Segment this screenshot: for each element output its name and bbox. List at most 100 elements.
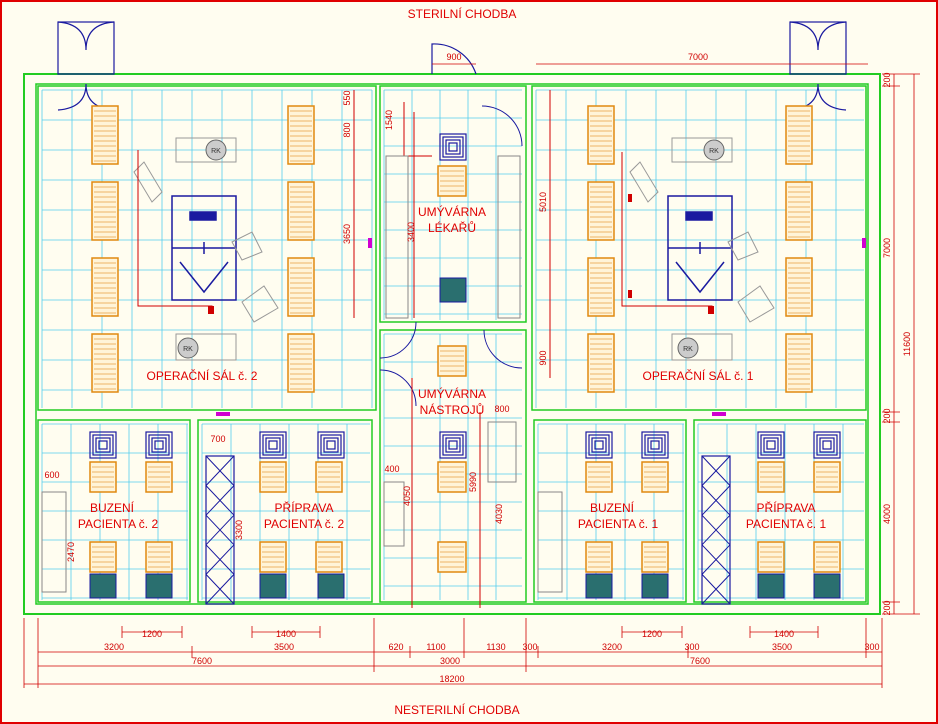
dimension-label: 300 <box>684 642 699 652</box>
ceiling-cabinet <box>757 431 785 459</box>
cabinet-ring <box>323 437 339 453</box>
cabinet-ring <box>265 437 281 453</box>
dimension-label: 3650 <box>342 224 352 244</box>
shelf-unit <box>587 105 615 165</box>
dimension-label: 5010 <box>538 192 548 212</box>
cabinet-ring <box>591 437 607 453</box>
operating-table-or2 <box>171 195 237 301</box>
dimension-label: 1400 <box>774 629 794 639</box>
dimension-label: 7000 <box>882 238 892 258</box>
cabinet-ring <box>757 431 785 459</box>
ceiling-cabinet <box>813 431 841 459</box>
shelf-unit <box>287 181 315 241</box>
sink <box>813 573 841 599</box>
dimension-label: 1200 <box>642 629 662 639</box>
room-scrub-doctors-line1: UMÝVÁRNA <box>418 204 486 219</box>
shelf-unit <box>91 333 119 393</box>
cabinet-ring <box>326 440 336 450</box>
cabinet-cross <box>205 574 235 605</box>
cabinet-ring <box>585 431 613 459</box>
dimension-label: 7000 <box>688 52 708 62</box>
cabinet-ring <box>442 434 464 456</box>
shelf-unit <box>287 257 315 317</box>
shelf-unit <box>587 333 615 393</box>
cabinet-ring <box>151 437 167 453</box>
sink <box>641 573 669 599</box>
operating-table-or1 <box>667 195 733 301</box>
shelf-unit <box>785 181 813 241</box>
shelf-unit <box>587 181 615 241</box>
dimension-label: 620 <box>388 642 403 652</box>
cabinet-ring <box>822 440 832 450</box>
room-wake2-line1: BUZENÍ <box>90 500 135 515</box>
ceiling-cabinet <box>145 431 173 459</box>
room-prep2-line1: PŘÍPRAVA <box>275 500 334 515</box>
ceiling-cabinet <box>259 431 287 459</box>
dimension-label: 3200 <box>602 642 622 652</box>
cabinet-ring <box>442 136 464 158</box>
dimension-label: 400 <box>384 464 399 474</box>
sink <box>585 573 613 599</box>
dimension-label: 3400 <box>406 222 416 242</box>
room-or2-label: OPERAČNÍ SÁL č. 2 <box>147 368 258 383</box>
dimension-label: 200 <box>882 600 892 615</box>
shelf-unit <box>91 257 119 317</box>
cabinet-cross <box>205 455 235 486</box>
dimension-label: 3500 <box>274 642 294 652</box>
ceiling-cabinet <box>89 431 117 459</box>
cabinet-ring <box>588 434 610 456</box>
ceiling-cabinet <box>439 133 467 161</box>
shelf-unit <box>91 181 119 241</box>
cabinet-cross <box>701 485 731 516</box>
room-prep1-line2: PACIENTA č. 1 <box>746 517 827 531</box>
cabinet-ring <box>98 440 108 450</box>
dimension-label: 800 <box>342 122 352 137</box>
shelf-unit <box>287 333 315 393</box>
dimension-label: 900 <box>538 350 548 365</box>
cabinet-ring <box>259 431 287 459</box>
room-scrub-instruments-line1: UMÝVÁRNA <box>418 386 486 401</box>
cabinet-ring <box>644 434 666 456</box>
sink <box>259 573 287 599</box>
shelf-unit <box>785 105 813 165</box>
rk-label: RK <box>709 148 719 155</box>
patient-beds <box>89 105 841 573</box>
cabinet-cross <box>205 514 235 546</box>
dimension-label: 7600 <box>192 656 212 666</box>
shelf-unit <box>785 257 813 317</box>
rk-label: RK <box>683 346 693 353</box>
cabinet-outline <box>205 455 235 605</box>
dimension-label: 300 <box>864 642 879 652</box>
cabinet-outline <box>701 455 731 605</box>
cabinet-ring <box>148 434 170 456</box>
cabinet-cross <box>701 574 731 605</box>
room-scrub-doctors-line2: LÉKAŘŮ <box>428 220 476 235</box>
counter <box>497 155 521 319</box>
cabinet-ring <box>448 142 458 152</box>
dimension-label: 3300 <box>234 520 244 540</box>
sink <box>89 573 117 599</box>
ceiling-cabinet <box>317 431 345 459</box>
room-wake1-line2: PACIENTA č. 1 <box>578 517 659 531</box>
cabinet-ring <box>92 434 114 456</box>
room-prep1-line1: PŘÍPRAVA <box>757 500 816 515</box>
dimension-label: 800 <box>494 404 509 414</box>
ceiling-arms <box>133 137 775 361</box>
cabinet-ring <box>320 434 342 456</box>
cabinet-ring <box>647 437 663 453</box>
dimension-label: 7600 <box>690 656 710 666</box>
cabinet-ring <box>445 139 461 155</box>
dimension-label: 3500 <box>772 642 792 652</box>
dimension-label: 550 <box>342 90 352 105</box>
cabinet-ring <box>439 133 467 161</box>
double-door-right <box>789 21 847 111</box>
corridor-bottom-label: NESTERILNÍ CHODBA <box>394 702 519 717</box>
dimension-label: 300 <box>522 642 537 652</box>
shelf-unit <box>91 105 119 165</box>
shelf-unit <box>587 257 615 317</box>
counter <box>385 155 409 319</box>
cabinet-ring <box>819 437 835 453</box>
storage-cabinet <box>701 455 731 605</box>
